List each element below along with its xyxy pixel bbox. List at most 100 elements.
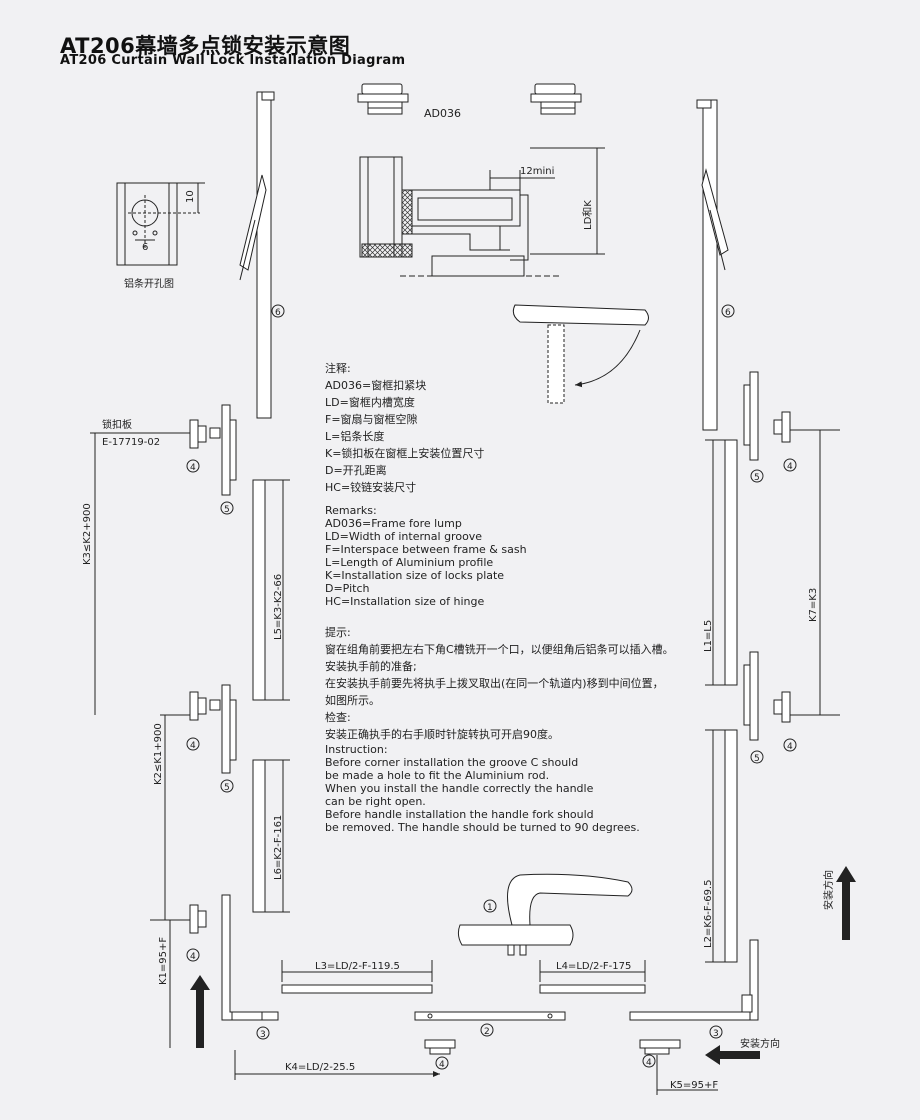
part-6-circle-left	[271, 304, 285, 318]
keeper-right-upper	[743, 371, 759, 461]
notes-cn-heading: 注释:	[325, 362, 351, 375]
corner-connector-left	[221, 894, 279, 1021]
ad036-part-right	[530, 83, 582, 115]
part-6-circle-right	[721, 304, 735, 318]
notes-cn-line: K=锁扣板在窗框上安装位置尺寸	[325, 447, 485, 460]
ld-k-dimension-label: LD和K	[582, 200, 594, 230]
aluminium-rod-l6	[252, 759, 266, 913]
dim-l3: L3=LD/2-F-119.5	[315, 961, 400, 972]
hole-dim-10: 10	[185, 190, 196, 203]
part-5-number-c: 5	[754, 473, 760, 483]
dim-k7: K7=K3	[808, 588, 819, 622]
part-4-number-b: 4	[190, 741, 196, 751]
instruction-line: can be right open.	[325, 795, 426, 808]
aluminium-rod-l5	[252, 479, 266, 701]
aluminium-rod-l4	[539, 984, 646, 994]
page-subtitle: AT206 Curtain Wall Lock Installation Dia…	[60, 53, 406, 68]
install-direction-arrow-bottom	[705, 1045, 760, 1065]
handle-part	[457, 873, 633, 956]
install-direction-arrow-right	[836, 866, 856, 940]
lock-plate-code: E-17719-02	[102, 437, 160, 448]
dim-l5: L5=K3-K2-66	[273, 574, 284, 640]
notes-cn-line: HC=铰链安装尺寸	[325, 481, 417, 494]
notes-cn-line: L=铝条长度	[325, 430, 385, 443]
part-4-number-d: 4	[439, 1060, 445, 1070]
notes-cn-line: LD=窗框内槽宽度	[325, 396, 415, 409]
lock-plate-left-upper	[189, 419, 221, 449]
keeper-right-middle	[743, 651, 759, 741]
instruction-line: be made a hole to fit the Aluminium rod.	[325, 769, 550, 782]
part-5-number-b: 5	[224, 783, 230, 793]
handle-fork-detail	[512, 304, 649, 404]
install-direction-label-bottom: 安装方向	[740, 1037, 780, 1050]
aluminium-rod-l3	[281, 984, 433, 994]
dim-l4: L4=LD/2-F-175	[556, 961, 631, 972]
dim-l6: L6=K2-F-161	[273, 815, 284, 880]
ad036-part-left	[357, 83, 409, 115]
hole-caption: 铝条开孔图	[124, 277, 174, 290]
dim-k5: K5=95+F	[670, 1080, 718, 1091]
tips-line: 如图所示。	[325, 694, 380, 707]
lock-plate-left-middle	[189, 691, 221, 721]
dim-k3: K3≤K2+900	[82, 503, 93, 565]
remarks-line: D=Pitch	[325, 582, 370, 595]
lock-plate-right-upper	[773, 411, 791, 443]
remarks-line: L=Length of Aluminium profile	[325, 556, 494, 569]
part-2-number: 2	[484, 1027, 490, 1037]
instruction-line: be removed. The handle should be turned …	[325, 821, 640, 834]
tips-line: 安装正确执手的右手顺时针旋转执可开启90度。	[325, 728, 559, 741]
dim-k1: K1=95+F	[158, 937, 169, 985]
left-hinge-part	[239, 91, 275, 419]
remarks-heading: Remarks:	[325, 504, 377, 517]
part-6-number-left: 6	[275, 308, 281, 318]
lock-plate-bottom-a	[424, 1039, 456, 1055]
hole-dim-6: 6	[142, 242, 148, 253]
corner-connector-right	[629, 939, 759, 1021]
instruction-heading: Instruction:	[325, 743, 388, 756]
tips-line: 在安装执手前要先将执手上拨叉取出(在同一个轨道内)移到中间位置，	[325, 677, 664, 690]
frame-section-detail	[359, 147, 605, 277]
ad036-label: AD036	[424, 107, 461, 120]
remarks-line: K=Installation size of locks plate	[325, 569, 505, 582]
dim-l1: L1=L5	[703, 620, 714, 652]
part-4-number-a: 4	[190, 463, 196, 473]
notes-block: 注释: AD036=窗框扣紧块 LD=窗框内槽宽度 F=窗扇与窗框空隙 L=铝条…	[325, 360, 745, 834]
remarks-line: HC=Installation size of hinge	[325, 595, 485, 608]
part-4-number-f: 4	[787, 462, 793, 472]
part-4-number-e: 4	[646, 1058, 652, 1068]
part-4-number-g: 4	[787, 742, 793, 752]
dim-k2: K2≤K1+900	[153, 723, 164, 785]
part-6-number-right: 6	[725, 308, 731, 318]
remarks-line: AD036=Frame fore lump	[325, 517, 462, 530]
remarks-line: LD=Width of internal groove	[325, 530, 483, 543]
page-title: AT206幕墙多点锁安装示意图	[60, 34, 351, 58]
mini-dimension-label: 12mini	[520, 166, 554, 177]
notes-cn-line: AD036=窗框扣紧块	[325, 379, 427, 392]
dim-k4: K4=LD/2-25.5	[285, 1062, 355, 1073]
lock-plate-label-cn: 锁扣板	[102, 418, 132, 431]
transmission-bar-middle	[414, 1011, 566, 1021]
instruction-line: Before handle installation the handle fo…	[325, 808, 594, 821]
tips-line: 检查:	[325, 711, 351, 724]
keeper-left-upper	[221, 404, 237, 496]
lock-plate-bottom-b	[639, 1039, 681, 1055]
instruction-line: When you install the handle correctly th…	[325, 782, 594, 795]
part-4-number-c: 4	[190, 952, 196, 962]
lock-plate-right-middle	[773, 691, 791, 723]
notes-cn-line: F=窗扇与窗框空隙	[325, 413, 418, 426]
tips-heading: 提示:	[325, 626, 351, 639]
part-3-number-left: 3	[260, 1030, 266, 1040]
lock-plate-left-lower	[189, 904, 207, 934]
part-1-number: 1	[487, 903, 493, 913]
aluminium-rod-l2	[724, 729, 738, 963]
install-direction-arrow-left	[190, 975, 210, 1048]
notes-cn-line: D=开孔距离	[325, 464, 387, 477]
part-5-number-a: 5	[224, 505, 230, 515]
aluminium-rod-l1	[724, 439, 738, 686]
hole-drilling-detail	[116, 182, 205, 266]
tips-line: 安装执手前的准备;	[325, 660, 417, 673]
right-hinge-part	[696, 99, 729, 431]
dim-l2: L2=K6-F-69.5	[703, 880, 714, 948]
install-direction-label-right: 安装方向	[822, 870, 835, 910]
